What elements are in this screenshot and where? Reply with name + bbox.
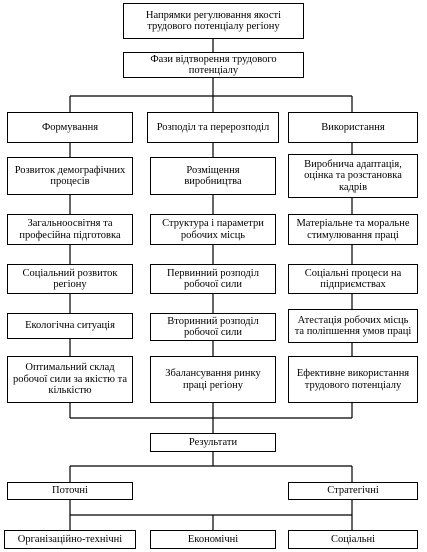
- title-box: Напрямки регулювання якості трудового по…: [123, 3, 304, 39]
- result-type-current: Поточні: [7, 482, 133, 500]
- distribution-item-4: Вторинний розподіл робочої сили: [150, 313, 276, 341]
- usage-item-4: Атестація робочих місць та поліпшення ум…: [288, 309, 418, 343]
- formation-item-1: Розвиток демографічних процесів: [7, 157, 133, 195]
- distribution-item-2: Структура і параметри робочих місць: [150, 214, 276, 245]
- result-type-strategic: Стратегічні: [288, 482, 418, 500]
- formation-item-3: Соціальний розвиток регіону: [7, 264, 133, 294]
- result-category-social: Соціальні: [288, 530, 418, 549]
- usage-item-3: Соціальні процеси на підприємствах: [288, 264, 418, 294]
- results-box: Результати: [150, 433, 276, 452]
- distribution-item-1: Розміщення виробництва: [150, 157, 276, 195]
- distribution-item-3: Первинний розподіл робочої сили: [150, 264, 276, 294]
- usage-item-1: Виробнича адаптація, оцінка та розстанов…: [288, 154, 418, 198]
- result-category-economic: Економічні: [150, 530, 276, 549]
- column-header-formation: Формування: [7, 112, 133, 143]
- column-header-distribution: Розподіл та перерозподіл: [147, 112, 279, 143]
- formation-item-5: Оптимальний склад робочої сили за якістю…: [7, 356, 133, 403]
- result-category-organizational: Організаційно-технічні: [4, 530, 136, 549]
- formation-item-2: Загальноосвітня та професійна підготовка: [7, 214, 133, 245]
- phases-box: Фази відтворення трудового потенціалу: [123, 52, 304, 78]
- usage-item-5: Ефективне використання трудового потенці…: [288, 356, 418, 403]
- formation-item-4: Екологічна ситуація: [7, 313, 133, 339]
- distribution-item-5: Збалансування ринку праці регіону: [150, 356, 276, 403]
- column-header-usage: Використання: [288, 112, 418, 143]
- usage-item-2: Матеріальне та моральне стимулювання пра…: [288, 214, 418, 245]
